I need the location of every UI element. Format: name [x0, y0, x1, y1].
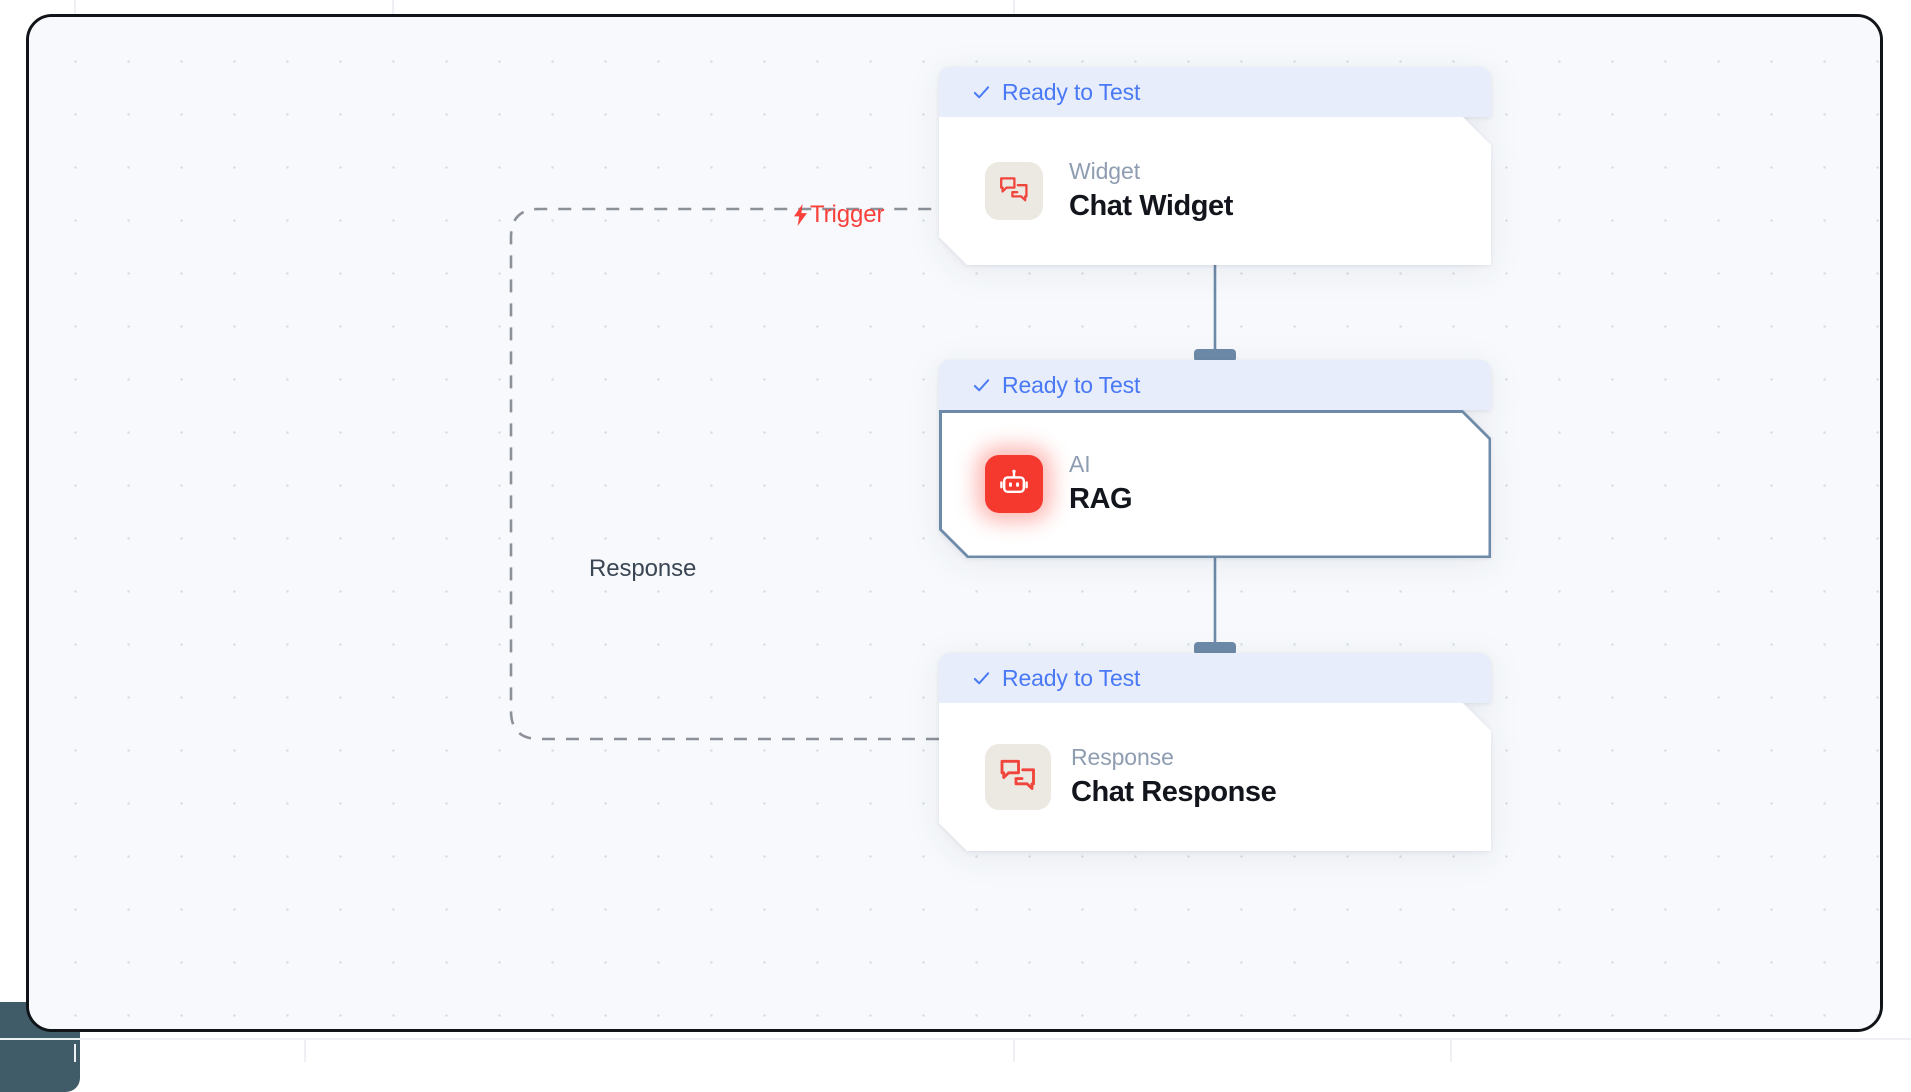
node-kind-label: Response	[1071, 744, 1174, 771]
node-status-bar: Ready to Test	[939, 67, 1491, 117]
edge-label-trigger-text: Trigger	[810, 201, 885, 228]
chat-bubbles-icon-tile	[985, 162, 1043, 220]
chat-bubbles-icon	[998, 175, 1030, 207]
node-body[interactable]: Response Chat Response	[939, 703, 1491, 851]
check-icon	[972, 83, 991, 102]
node-title: Chat Widget	[1069, 189, 1233, 222]
check-icon	[972, 376, 991, 395]
edge-label-trigger[interactable]: Trigger	[793, 201, 885, 229]
node-status-bar: Ready to Test	[939, 360, 1491, 410]
edge-label-response-text: Response	[589, 555, 697, 582]
robot-icon-tile	[985, 455, 1043, 513]
chat-bubbles-icon	[998, 757, 1038, 797]
node-kind-label: Widget	[1069, 158, 1140, 185]
chrome-divider	[1013, 0, 1015, 16]
node-rag[interactable]: Ready to Test	[939, 360, 1491, 558]
flow-canvas[interactable]: Trigger Response Ready to Test	[26, 14, 1883, 1032]
node-status-label: Ready to Test	[1002, 78, 1141, 105]
node-title: Chat Response	[1071, 775, 1277, 808]
edge-label-response[interactable]: Response	[585, 555, 701, 583]
chrome-divider	[74, 1044, 76, 1062]
chrome-divider	[74, 0, 76, 16]
check-icon	[972, 669, 991, 688]
lightning-bolt-icon	[793, 204, 808, 226]
robot-icon	[997, 467, 1031, 501]
chrome-divider	[1013, 1040, 1015, 1062]
node-body[interactable]: Widget Chat Widget	[939, 117, 1491, 265]
node-title: RAG	[1069, 482, 1133, 515]
chrome-divider	[304, 1040, 306, 1062]
node-status-label: Ready to Test	[1002, 371, 1141, 398]
node-chat-response[interactable]: Ready to Test Response Chat Respon	[939, 653, 1491, 851]
chat-bubbles-icon-tile	[985, 744, 1051, 810]
edge-path-feedback[interactable]	[509, 207, 939, 741]
node-body[interactable]: AI RAG	[939, 410, 1491, 558]
handle-chat-response-input[interactable]	[1194, 642, 1236, 655]
node-kind-label: AI	[1069, 451, 1091, 478]
handle-rag-input[interactable]	[1194, 349, 1236, 362]
node-status-label: Ready to Test	[1002, 664, 1141, 691]
chrome-divider	[0, 1038, 1911, 1040]
edges-layer	[509, 207, 1217, 741]
node-chat-widget[interactable]: Ready to Test Widget Chat Widget	[939, 67, 1491, 265]
chrome-divider	[392, 0, 394, 16]
chrome-divider	[1450, 1040, 1452, 1062]
node-status-bar: Ready to Test	[939, 653, 1491, 703]
